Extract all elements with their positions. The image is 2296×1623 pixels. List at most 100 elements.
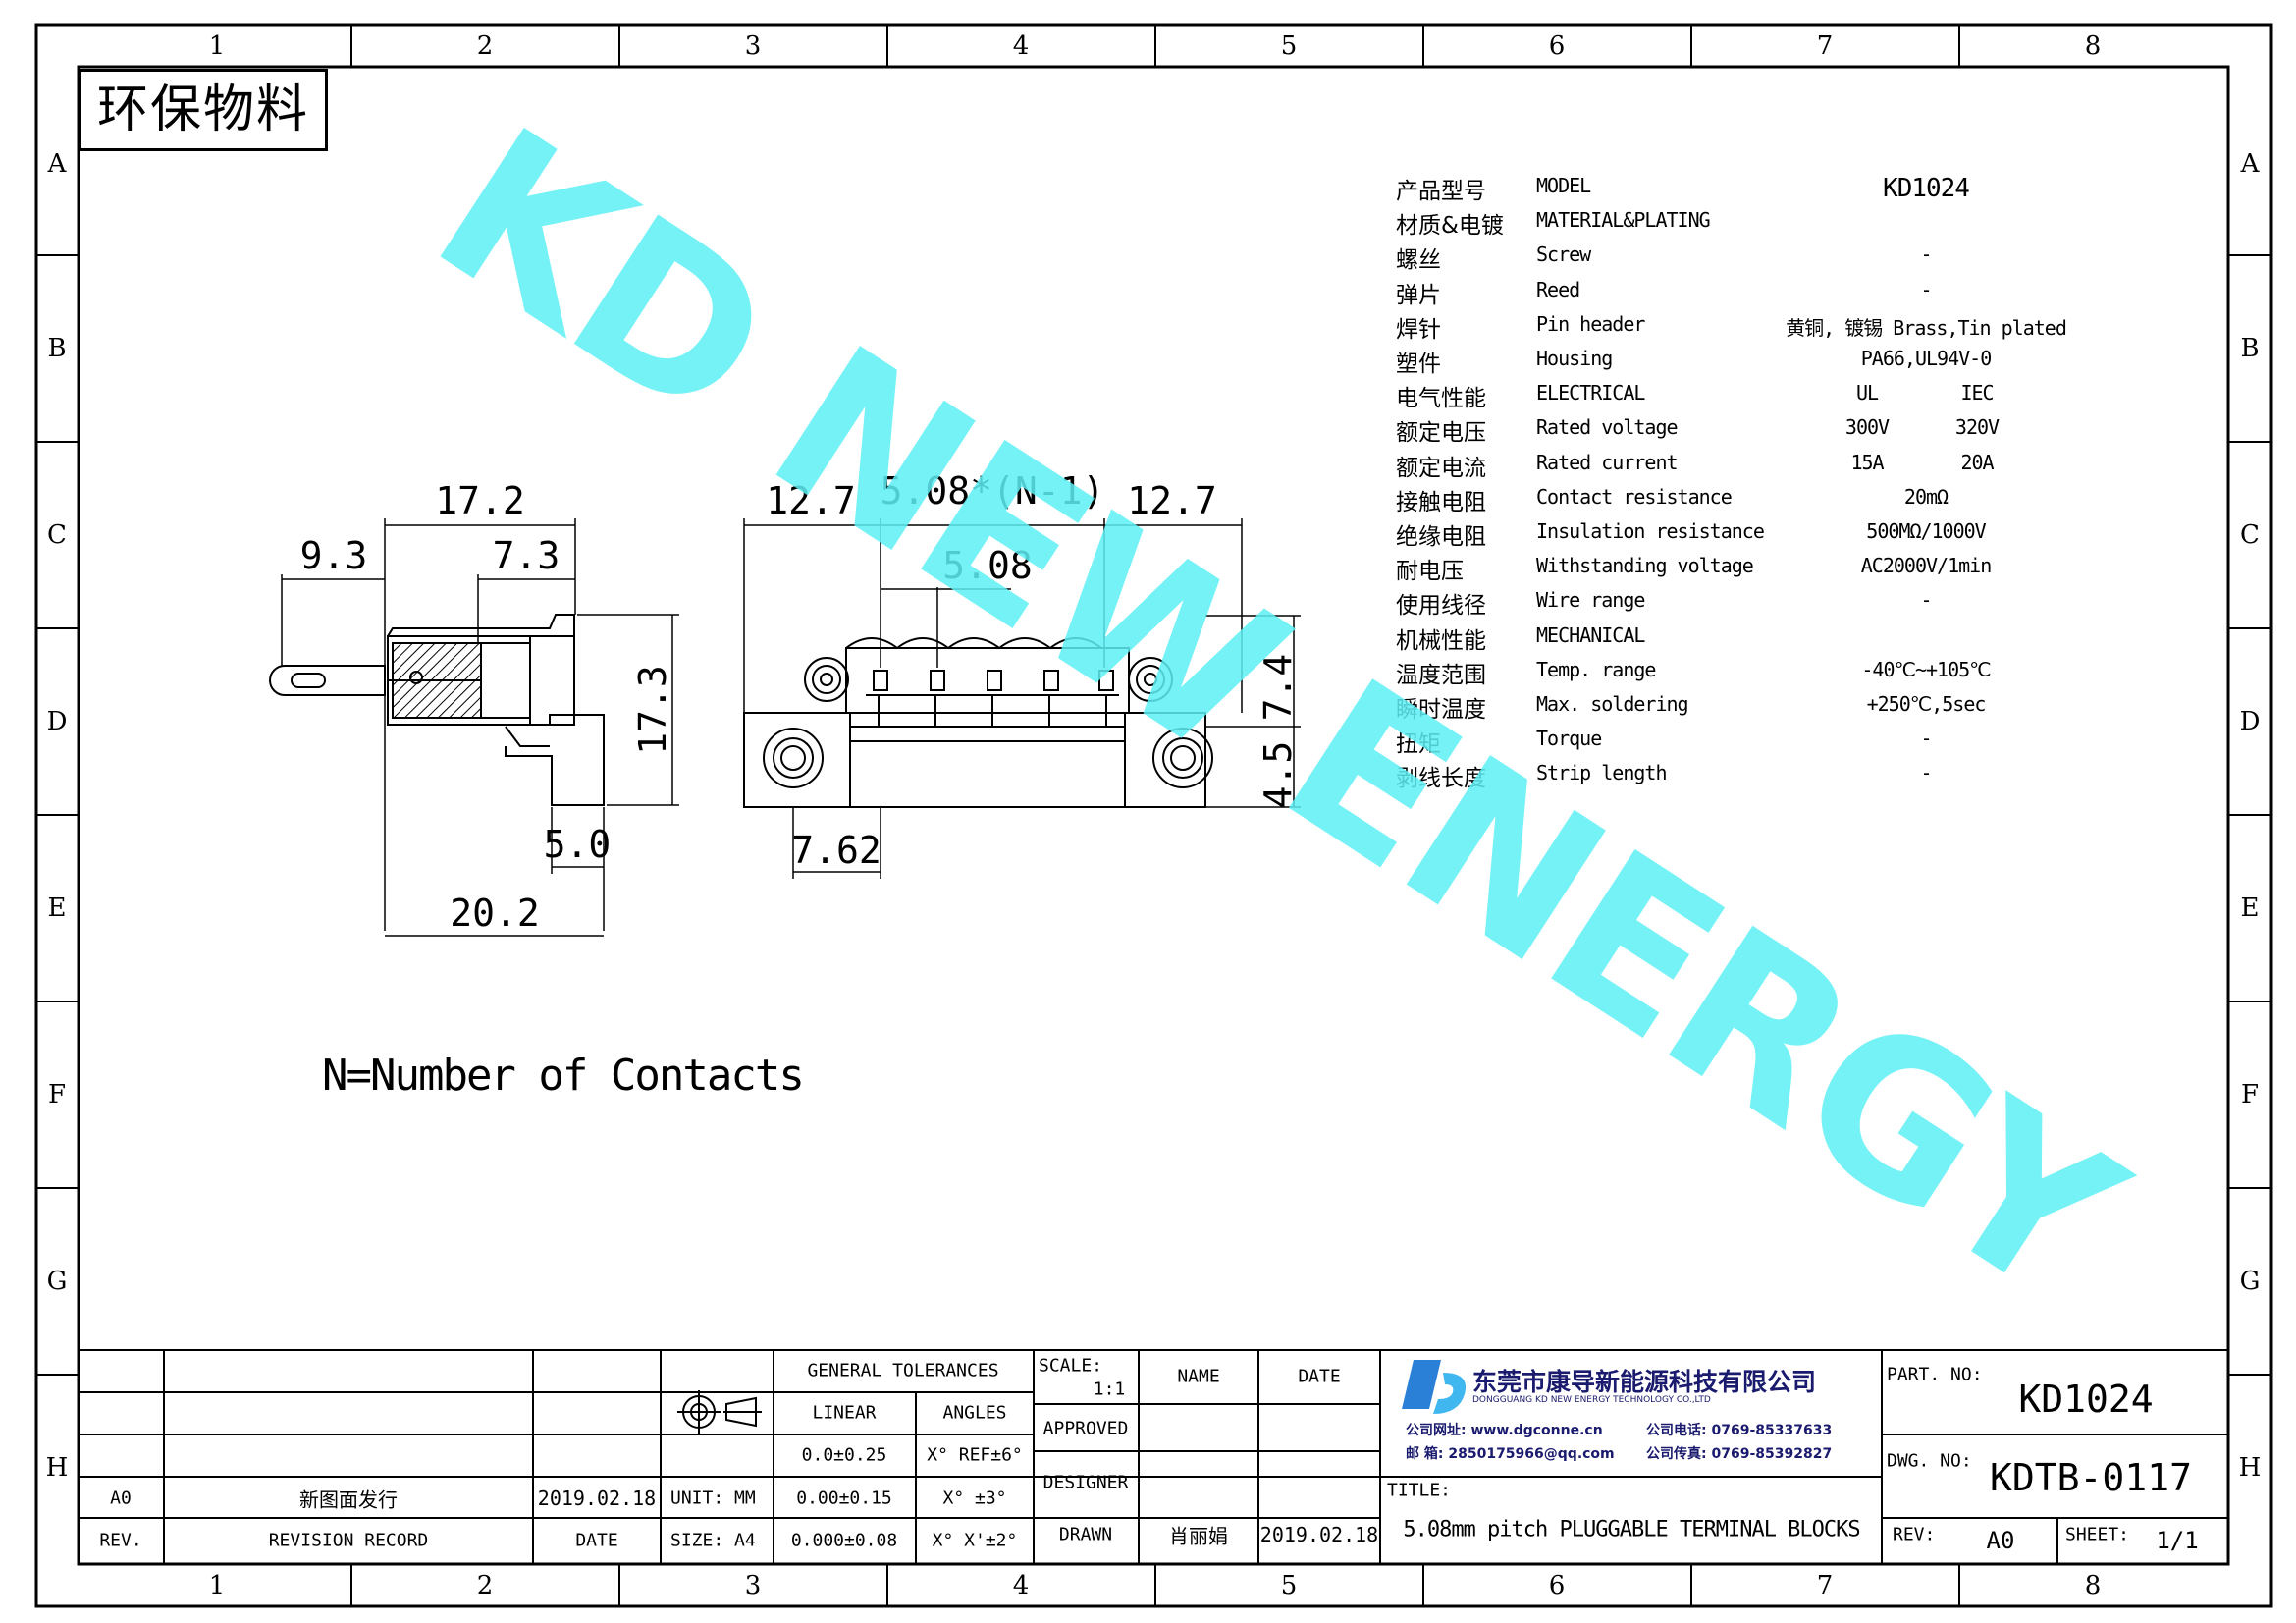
contacts-note: N=Number of Contacts — [322, 1051, 805, 1101]
angles-header: ANGLES — [942, 1402, 1007, 1424]
column-label: 5 — [1280, 1571, 1298, 1600]
spec-label-en: Wire range — [1536, 588, 1645, 613]
angle-tolerance: X° ±3° — [942, 1488, 1007, 1509]
dwg-no-label: DWG. NO: — [1887, 1450, 1972, 1472]
size-label: SIZE: A4 — [670, 1530, 756, 1551]
title-block-grid — [79, 1349, 2228, 1564]
title-label: TITLE: — [1387, 1480, 1452, 1501]
row-label: A — [47, 149, 67, 179]
front-view — [743, 637, 1213, 808]
tolerances-header: GENERAL TOLERANCES — [807, 1360, 999, 1381]
company-name-cn: 东莞市康导新能源科技有限公司 — [1472, 1368, 1817, 1396]
row-label: D — [2239, 707, 2261, 736]
spec-label-en: MATERIAL&PLATING — [1536, 208, 1711, 233]
row-label: H — [2238, 1453, 2262, 1483]
spec-label-cn: 电气性能 — [1396, 386, 1486, 412]
spec-label-cn: 螺丝 — [1396, 247, 1441, 274]
linear-tolerance: 0.000±0.08 — [790, 1530, 898, 1551]
column-label: 2 — [476, 31, 494, 61]
dimension-label: 17.3 — [631, 665, 674, 755]
website-label: 公司网址: — [1406, 1423, 1467, 1438]
sheet-label: SHEET: — [2065, 1524, 2130, 1545]
spec-label-cn: 材质&电镀 — [1396, 213, 1504, 240]
spec-value: - — [1920, 277, 1932, 301]
column-label: 3 — [744, 31, 762, 61]
spec-label-en: Screw — [1536, 243, 1591, 267]
row-label: B — [2240, 334, 2260, 363]
spec-value: 20A — [1960, 450, 1994, 474]
column-label: 4 — [1012, 31, 1030, 61]
dimension-label: 17.2 — [435, 479, 525, 522]
spec-value: PA66,UL94V-0 — [1860, 347, 1992, 370]
company-name-en: DONGGUANG KD NEW ENERGY TECHNOLOGY CO.,L… — [1472, 1395, 1711, 1405]
column-label: 1 — [208, 1571, 226, 1600]
dimension-label: 5.08 — [942, 544, 1033, 587]
spec-value: UL — [1855, 381, 1879, 406]
unit-label: UNIT: MM — [670, 1488, 756, 1509]
revision-rev: A0 — [110, 1488, 132, 1509]
spec-label-cn: 耐电压 — [1396, 559, 1464, 585]
spec-label-en: Withstanding voltage — [1536, 554, 1754, 578]
drawn-label: DRAWN — [1058, 1524, 1113, 1545]
dimension-label: 12.7 — [1127, 479, 1217, 522]
spec-value: 20mΩ — [1903, 484, 1949, 509]
revision-record-header: REVISION RECORD — [268, 1530, 429, 1551]
rev-header: REV. — [99, 1530, 142, 1551]
spec-value: 15A — [1850, 450, 1884, 474]
linear-tolerance: 0.00±0.15 — [796, 1488, 892, 1509]
drawn-name: 肖丽娟 — [1169, 1524, 1228, 1548]
spec-value: - — [1920, 727, 1932, 751]
phone: 0769-85337633 — [1711, 1423, 1833, 1438]
row-label: F — [2240, 1080, 2260, 1109]
spec-value: 500MΩ/1000V — [1866, 519, 1986, 543]
spec-label-en: Strip length — [1536, 761, 1667, 785]
spec-label-en: Max. soldering — [1536, 692, 1689, 716]
spec-label-cn: 温度范围 — [1396, 662, 1486, 688]
column-label: 6 — [1548, 1571, 1566, 1600]
spec-value: 320V — [1954, 415, 2000, 440]
scale-value: 1:1 — [1093, 1379, 1126, 1400]
projection-symbol-icon — [677, 1390, 762, 1434]
column-label: 8 — [2084, 1571, 2102, 1600]
part-no: KD1024 — [2018, 1378, 2154, 1421]
revision-record: 新图面发行 — [299, 1488, 398, 1512]
dimension-label: 7.62 — [791, 829, 881, 872]
dwg-no: KDTB-0117 — [1990, 1456, 2192, 1499]
row-label: E — [2240, 893, 2260, 923]
spec-value: - — [1920, 588, 1932, 613]
website: www.dgconne.cn — [1470, 1423, 1603, 1438]
row-label: C — [2240, 520, 2260, 550]
column-label: 8 — [2084, 31, 2102, 61]
fax: 0769-85392827 — [1711, 1446, 1833, 1462]
spec-label-cn: 额定电压 — [1396, 420, 1486, 447]
rev-value: A0 — [1986, 1527, 2015, 1554]
spec-label-en: Pin header — [1536, 311, 1645, 336]
row-label: F — [47, 1080, 67, 1109]
row-label: B — [47, 334, 67, 363]
approved-label: APPROVED — [1042, 1418, 1129, 1439]
spec-value: IEC — [1960, 381, 1994, 406]
spec-value: KD1024 — [1883, 174, 1970, 203]
revision-date: 2019.02.18 — [537, 1487, 657, 1510]
email-label: 邮 箱: — [1406, 1446, 1444, 1462]
spec-label-cn: 瞬时温度 — [1396, 697, 1486, 723]
side-view — [269, 614, 605, 806]
row-label: H — [45, 1453, 69, 1483]
designer-label: DESIGNER — [1042, 1472, 1129, 1493]
dimension-label: 7.3 — [492, 534, 561, 577]
column-label: 7 — [1816, 1571, 1834, 1600]
spec-value: - — [1920, 761, 1932, 785]
spec-label-en: Reed — [1536, 277, 1580, 301]
spec-label-cn: 机械性能 — [1396, 627, 1486, 654]
spec-label-en: Housing — [1536, 347, 1613, 370]
date-header: DATE — [575, 1530, 618, 1551]
spec-value: AC2000V/1min — [1860, 554, 1992, 578]
spec-label-en: MECHANICAL — [1536, 622, 1645, 647]
spec-label-en: Rated current — [1536, 450, 1679, 474]
spec-label-cn: 扭矩 — [1396, 731, 1441, 758]
scale-label: SCALE: — [1039, 1355, 1103, 1377]
column-label: 6 — [1548, 31, 1566, 61]
spec-label-cn: 塑件 — [1396, 352, 1441, 377]
row-label: C — [47, 520, 67, 550]
